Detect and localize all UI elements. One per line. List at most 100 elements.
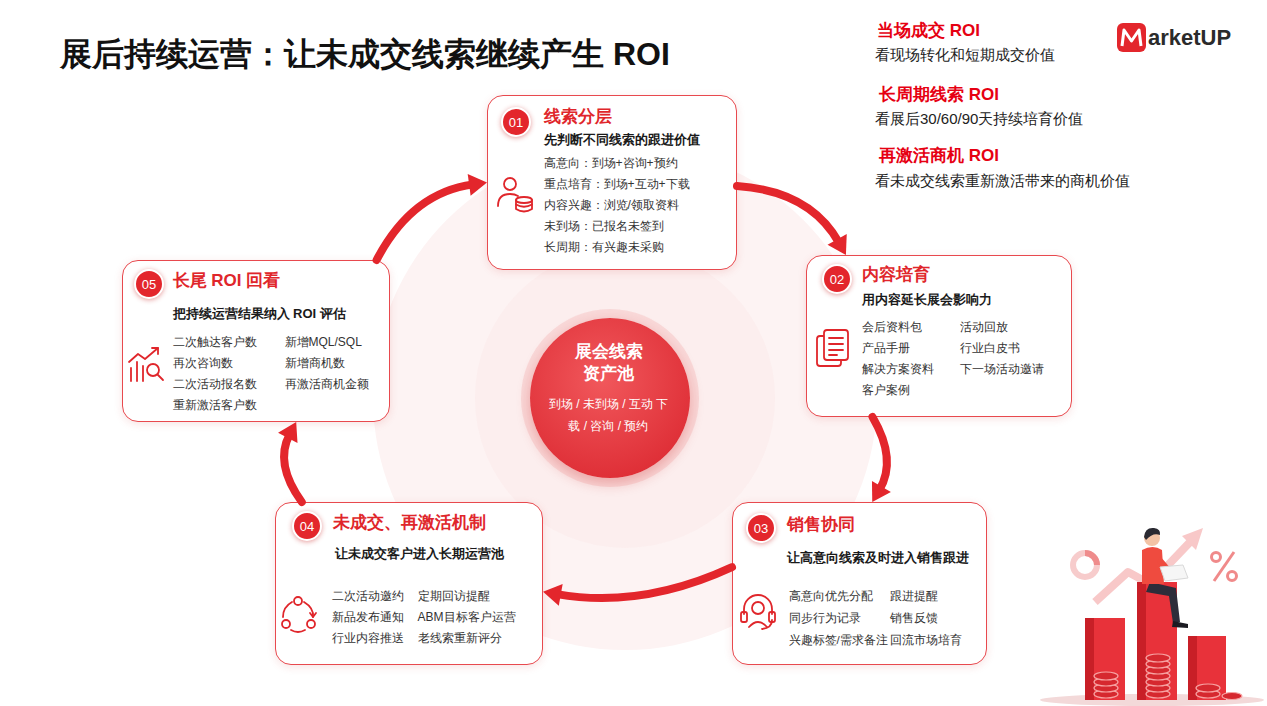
roi-note: 看未成交线索重新激活带来的商机价值	[875, 172, 1130, 191]
percent-dot	[1228, 572, 1237, 581]
page-title: 展后持续运营：让未成交线索继续产生 ROI	[60, 34, 670, 74]
bar-side	[1137, 582, 1146, 700]
hub-circle: 展会线索 资产池到场 / 未到场 / 互动 下载 / 咨询 / 预约	[530, 318, 690, 478]
coin	[1146, 678, 1170, 686]
icon-part	[304, 602, 313, 617]
icon-part	[829, 343, 843, 345]
box-heading: 未成交、再激活机制	[333, 512, 486, 533]
icon-part	[158, 375, 164, 381]
icon-part	[136, 362, 138, 381]
icon-part	[741, 612, 747, 622]
icon-part	[498, 194, 518, 206]
icon-part	[282, 620, 290, 628]
list-item: ABM目标客户运营	[418, 610, 516, 625]
roi-heading: 长周期线索 ROI	[879, 84, 999, 105]
callout-number: 05	[134, 269, 164, 299]
trend-arrow	[1095, 540, 1192, 602]
icon-part	[152, 348, 158, 354]
process-box: 销售协同让高意向线索及时进入销售跟进高意向优先分配跟进提醒同步行为记录销售反馈兴…	[732, 502, 987, 665]
box-heading: 内容培育	[862, 264, 930, 285]
icon-part	[762, 620, 772, 629]
process-box: 长尾 ROI 回看把持续运营结果纳入 ROI 评估二次触达客户数新增MQL/SQ…	[122, 260, 390, 422]
icon-part	[142, 366, 144, 381]
list-item: 二次活动邀约	[332, 589, 404, 604]
coin-stacks	[1094, 654, 1242, 700]
list-item: 销售反馈	[890, 611, 938, 625]
roi-note: 看展后30/60/90天持续培育价值	[875, 110, 1083, 129]
growth-illustration	[1040, 528, 1264, 706]
icon-part	[291, 630, 305, 632]
list-item: 重新激活客户数	[173, 398, 257, 413]
list-item: 行业白皮书	[960, 341, 1020, 356]
person-shirt	[1142, 547, 1164, 584]
arrow-head	[468, 174, 487, 196]
list-item: 产品手册	[862, 341, 910, 356]
process-box: 内容培育用内容延长展会影响力会后资料包活动回放产品手册行业白皮书解决方案资料下一…	[806, 255, 1072, 417]
hub-title: 展会线索 资产池	[571, 341, 647, 385]
headset-icon	[741, 595, 775, 629]
icon-part	[504, 178, 516, 190]
logo-text: arketUP	[1148, 24, 1231, 52]
box-heading: 长尾 ROI 回看	[173, 270, 281, 291]
box-heading: 线索分层	[544, 106, 612, 127]
roi-heading: 当场成交 ROI	[877, 20, 980, 41]
callout-number: 01	[501, 107, 531, 137]
icon-part	[283, 602, 292, 617]
flow-arrow	[872, 417, 891, 502]
person	[1142, 528, 1188, 628]
hub-note: 到场 / 未到场 / 互动 下载 / 咨询 / 预约	[549, 393, 669, 437]
icon-part	[516, 200, 532, 212]
list-item: 客户案例	[862, 383, 910, 398]
list-item: 活动回放	[960, 320, 1008, 335]
list-item: 再次咨询数	[173, 356, 233, 371]
person-head	[1144, 530, 1160, 546]
coin	[1146, 684, 1170, 692]
list-item: 二次触达客户数	[173, 335, 257, 350]
callout-number: 03	[746, 513, 776, 543]
coin	[1094, 672, 1118, 680]
list-item: 未到场：已报名未签到	[544, 219, 664, 234]
list-item: 会后资料包	[862, 320, 922, 335]
icon-part	[129, 348, 158, 362]
list-item: 跟进提醒	[890, 589, 938, 603]
icon-part	[147, 364, 159, 376]
percent-dot	[1212, 553, 1221, 562]
person-shoe	[1172, 621, 1188, 628]
arrow-head	[278, 422, 297, 443]
document-icon	[817, 330, 848, 366]
icon-part	[749, 622, 767, 627]
list-item: 再激活商机金额	[285, 377, 369, 392]
chart-search-icon	[129, 348, 163, 381]
list-item: 回流市场培育	[890, 633, 962, 647]
list-item: 新增商机数	[285, 356, 345, 371]
person-hair	[1144, 528, 1160, 540]
icon-part	[516, 205, 532, 207]
list-item: 定期回访提醒	[418, 589, 490, 604]
ground-shadow	[1040, 694, 1264, 706]
logo-mark	[1117, 23, 1146, 52]
flow-arrow	[543, 567, 732, 605]
list-item: 新品发布通知	[332, 610, 404, 625]
list-item: 高意向：到场+咨询+预约	[544, 156, 678, 171]
icon-part	[752, 602, 764, 614]
list-item: 下一场活动邀请	[960, 362, 1044, 377]
callout-number: 04	[292, 511, 322, 541]
bar	[1137, 582, 1177, 700]
arrow-line	[737, 186, 839, 243]
trend-arrow-head	[1182, 528, 1203, 550]
coin	[1146, 660, 1170, 668]
flow-arrow	[278, 422, 302, 502]
icon-part	[824, 330, 848, 360]
arrow-line	[873, 417, 887, 490]
list-item: 解决方案资料	[862, 362, 934, 377]
callout-number-text: 03	[754, 522, 768, 535]
bar-side	[1085, 618, 1094, 700]
icon-part	[307, 620, 315, 628]
callout-number: 02	[822, 264, 852, 294]
coin	[1146, 666, 1170, 674]
callout-number-text: 01	[509, 116, 523, 129]
callout-number-text: 02	[830, 273, 844, 286]
coin	[1094, 684, 1118, 692]
icon-part	[294, 597, 302, 605]
bar-side	[1188, 636, 1197, 700]
